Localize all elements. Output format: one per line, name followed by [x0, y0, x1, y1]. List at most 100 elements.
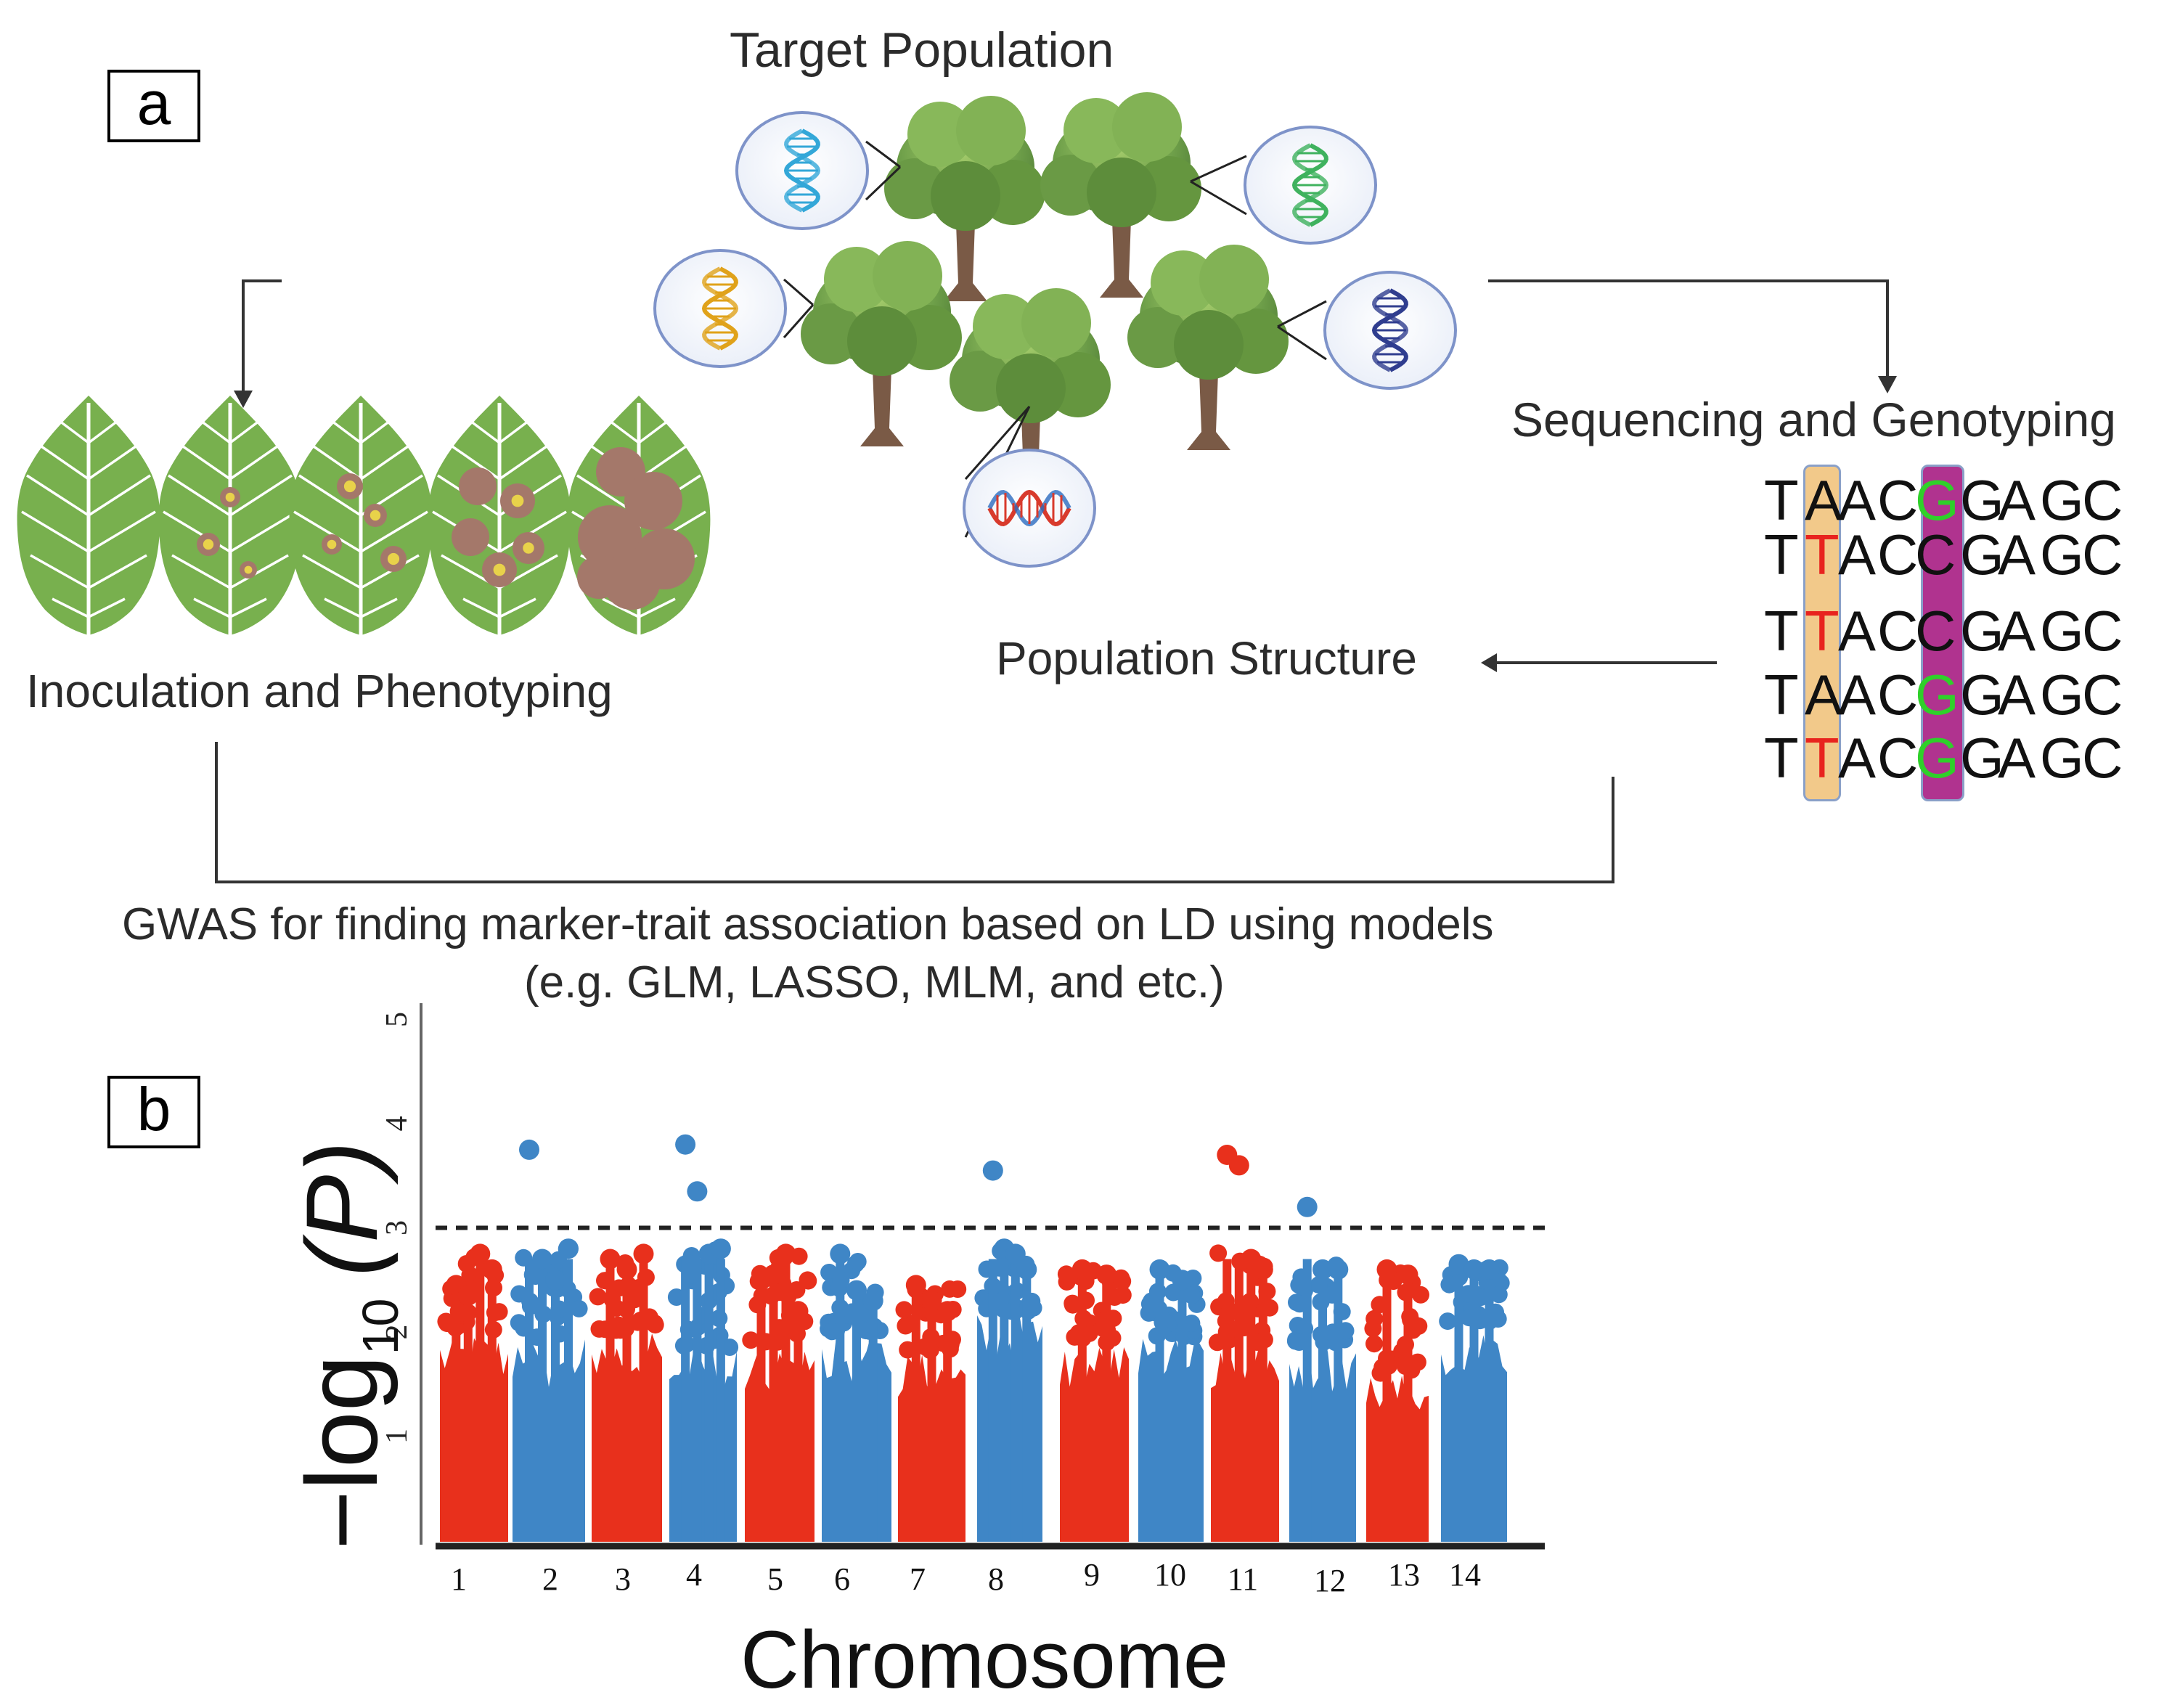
base: A: [1998, 726, 2036, 790]
leaf-icon-5: [568, 396, 711, 682]
y-tick-label: 2: [380, 1325, 414, 1340]
base: A: [1838, 523, 1877, 587]
snp-peak-point: [1297, 1196, 1318, 1217]
snp-point: [1183, 1315, 1201, 1332]
snp-point: [437, 1312, 455, 1331]
x-tick-label: 8: [988, 1561, 1004, 1597]
dna-helix-icon: [701, 266, 739, 351]
base: G: [1915, 468, 1959, 532]
chromosome-10-dense-points: [1138, 1339, 1204, 1542]
snp-peak-point: [633, 1243, 654, 1264]
chromosome-9-dense-points: [1060, 1347, 1129, 1542]
snp-peak-point: [616, 1259, 637, 1280]
x-tick-label: 7: [910, 1561, 926, 1597]
base: A: [1838, 599, 1877, 663]
snp-peak-point: [519, 1139, 539, 1160]
snp-peak-point: [1328, 1259, 1349, 1280]
snp-point: [590, 1320, 608, 1338]
x-tick-label: 4: [686, 1557, 702, 1593]
base: C: [1915, 599, 1956, 663]
x-tick-label: 14: [1449, 1557, 1481, 1593]
x-tick-label: 10: [1154, 1557, 1186, 1593]
snp-peak-point: [775, 1243, 796, 1264]
chromosome-6-points: [820, 1243, 891, 1542]
chromosome-12-points: [1286, 1196, 1356, 1542]
snp-peak-point: [1096, 1264, 1117, 1286]
snp-point: [1365, 1335, 1383, 1353]
snp-peak-point: [982, 1160, 1003, 1181]
base: G: [1960, 468, 2004, 532]
snp-point: [742, 1331, 760, 1349]
snp-peak-point: [1397, 1264, 1418, 1286]
snp-peak-point: [457, 1285, 478, 1306]
base: A: [1805, 663, 1843, 727]
x-tick-label: 1: [451, 1561, 467, 1597]
panel-b-label: b: [107, 1076, 200, 1148]
snp-point: [1364, 1320, 1382, 1338]
y-tick-label: 4: [380, 1116, 414, 1132]
snp-peak-point: [1228, 1155, 1249, 1176]
inoculation-phenotyping-label: Inoculation and Phenotyping: [26, 665, 613, 717]
y-tick-label: 1: [380, 1429, 414, 1444]
snp-point: [589, 1288, 607, 1306]
chromosome-2-points: [510, 1139, 588, 1542]
base: G: [2040, 599, 2084, 663]
chromosome-8-points: [974, 1160, 1042, 1542]
base: C: [1877, 663, 1919, 727]
snp-point: [1209, 1244, 1228, 1262]
chromosome-9-points: [1057, 1259, 1132, 1542]
snp-point: [1063, 1296, 1082, 1314]
snp-peak-point: [937, 1301, 958, 1322]
base: G: [1960, 523, 2004, 587]
y-tick-label: 5: [380, 1012, 414, 1027]
leaf-icon-4: [428, 396, 571, 682]
chromosome-10-points: [1138, 1259, 1206, 1542]
snp-column-2-highlight: [1803, 465, 1841, 801]
x-tick-label: 12: [1314, 1563, 1346, 1598]
snp-point: [570, 1299, 588, 1317]
base: C: [1877, 599, 1919, 663]
snp-peak-point: [545, 1270, 566, 1291]
base: C: [1877, 468, 1919, 532]
chromosome-13-points: [1364, 1259, 1429, 1542]
snp-peak-point: [905, 1275, 926, 1296]
chromosome-11-points: [1208, 1145, 1279, 1542]
base: G: [2040, 468, 2084, 532]
x-tick-label: 3: [615, 1561, 631, 1597]
chromosome-11-dense-points: [1211, 1345, 1279, 1542]
base: G: [2040, 523, 2084, 587]
base: A: [1838, 726, 1877, 790]
snp-peak-point: [1172, 1270, 1193, 1291]
chromosome-5-points: [742, 1243, 817, 1542]
snp-peak-point: [846, 1280, 867, 1301]
snp-peak-point: [1005, 1243, 1026, 1264]
y-axis-label-subscript: 10: [352, 1298, 409, 1355]
base: A: [1998, 599, 2036, 663]
chromosome-5-dense-points: [745, 1347, 814, 1542]
base: G: [2040, 726, 2084, 790]
base: G: [1960, 663, 2004, 727]
snp-peak-point: [1016, 1259, 1037, 1280]
dna-helix-icon: [1371, 288, 1409, 372]
x-axis-label: Chromosome: [740, 1614, 1229, 1705]
gwas-line-1: GWAS for finding marker-trait associatio…: [122, 899, 1494, 949]
leaf-icon-3: [290, 396, 433, 682]
snp-peak-point: [1312, 1259, 1333, 1280]
snp-point: [895, 1301, 913, 1319]
snp-point: [849, 1253, 867, 1270]
snp-peak-point: [558, 1238, 579, 1259]
snp-point: [1440, 1275, 1458, 1294]
base: C: [2082, 599, 2123, 663]
base: C: [2082, 726, 2123, 790]
snp-point: [1412, 1286, 1429, 1304]
target-population-trees: [801, 92, 1289, 494]
base: A: [1805, 468, 1843, 532]
y-axis-label-prefix: −log: [285, 1354, 399, 1550]
snp-peak-point: [532, 1249, 552, 1270]
base: C: [1915, 523, 1956, 587]
y-tick-label: 3: [380, 1220, 414, 1235]
